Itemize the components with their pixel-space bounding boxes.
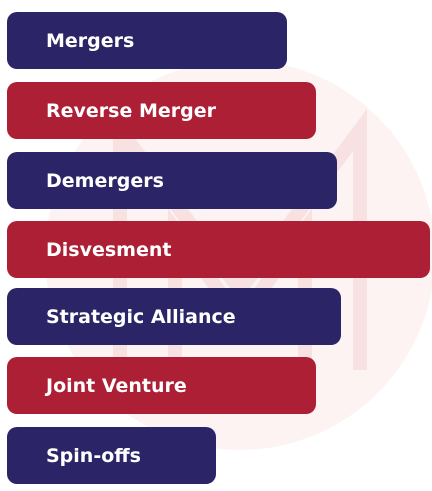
item-demergers: Demergers: [7, 152, 337, 209]
item-label: Reverse Merger: [46, 99, 216, 122]
item-label: Demergers: [46, 169, 164, 192]
item-reverse-merger: Reverse Merger: [7, 82, 316, 139]
item-label: Spin-offs: [46, 444, 141, 467]
item-mergers: Mergers: [7, 12, 287, 69]
item-strategic-alliance: Strategic Alliance: [7, 288, 341, 345]
item-label: Strategic Alliance: [46, 305, 236, 328]
item-disvesment: Disvesment: [7, 221, 430, 278]
item-label: Mergers: [46, 29, 135, 52]
item-joint-venture: Joint Venture: [7, 357, 316, 414]
item-spin-offs: Spin-offs: [7, 427, 216, 484]
item-label: Disvesment: [46, 238, 172, 261]
item-label: Joint Venture: [46, 374, 187, 397]
